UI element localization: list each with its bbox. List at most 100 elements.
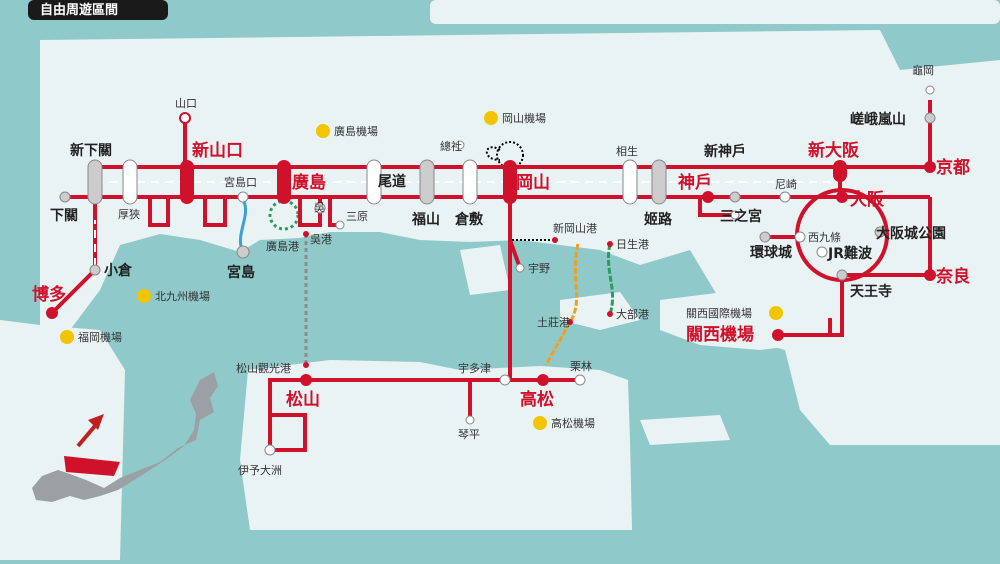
line-uno	[508, 239, 522, 269]
airport-icon-kansai[interactable]	[769, 306, 783, 320]
dot-kansai-airport[interactable]	[772, 329, 784, 341]
label-ritsurin: 栗林	[570, 359, 592, 373]
label-airport-takamatsu: 高松機場	[551, 416, 595, 430]
line-loop-1	[148, 197, 170, 227]
label-kure: 吳	[314, 201, 325, 214]
land-kyushu	[0, 320, 125, 560]
dot-universal-city[interactable]	[759, 231, 771, 243]
label-matsuyama-kanko-port: 松山觀光港	[236, 361, 291, 375]
dot-uno[interactable]	[515, 263, 525, 273]
dot-osakajokoen[interactable]	[874, 226, 886, 238]
dot-takamatsu[interactable]	[537, 374, 549, 386]
dot-amagasaki[interactable]	[779, 191, 791, 203]
pill-okayama[interactable]	[503, 160, 517, 204]
dot-yamaguchi[interactable]	[179, 112, 191, 124]
dot-kotohira[interactable]	[465, 415, 475, 425]
dot-jr-namba[interactable]	[816, 246, 828, 258]
pill-shin-shimonoseki[interactable]	[87, 159, 103, 205]
airport-icon-kitakyushu[interactable]	[137, 289, 151, 303]
dot-tennoji[interactable]	[836, 269, 848, 281]
dot-kobe[interactable]	[702, 191, 714, 203]
label-nara: 奈良	[935, 266, 970, 287]
dot-tonosho-port[interactable]	[567, 319, 573, 325]
label-kansai-airport: 關西機場	[686, 324, 754, 345]
airport-icon-takamatsu[interactable]	[533, 416, 547, 430]
dot-utazu[interactable]	[499, 374, 511, 386]
label-uno: 宇野	[528, 262, 550, 275]
dot-hinase-port[interactable]	[607, 241, 613, 247]
dot-shin-okayama-port[interactable]	[552, 237, 558, 243]
dot-miyajimaguchi[interactable]	[237, 191, 249, 203]
airport-icon-hiroshima[interactable]	[316, 124, 330, 138]
label-kameoka: 龜岡	[912, 64, 934, 77]
label-hakata: 博多	[32, 284, 66, 305]
dot-miyajima[interactable]	[236, 245, 250, 259]
pill-shin-yamaguchi[interactable]	[180, 160, 194, 204]
dot-osaka[interactable]	[836, 191, 848, 203]
label-hiroshima-port: 廣島港	[266, 239, 299, 253]
airport-icons	[60, 111, 783, 430]
land-kansai-bay	[660, 290, 800, 350]
label-tennoji: 天王寺	[850, 284, 892, 300]
pill-aioi[interactable]	[622, 159, 638, 205]
loop-soja	[485, 146, 501, 161]
label-utazu: 宇多津	[458, 361, 491, 375]
dot-kameoka[interactable]	[925, 85, 935, 95]
dot-shin-kobe[interactable]	[729, 191, 741, 203]
pill-asa[interactable]	[122, 159, 138, 205]
line-kansai-airport	[780, 275, 844, 337]
dot-nishikujo[interactable]	[794, 231, 806, 243]
pill-shin-osaka[interactable]	[833, 160, 847, 182]
label-takamatsu: 高松	[520, 389, 554, 410]
label-jr-namba: JR難波	[827, 245, 873, 262]
dot-kyoto[interactable]	[924, 161, 936, 173]
label-shimonoseki: 下關	[50, 208, 78, 224]
header-title: 自由周遊區間	[40, 2, 118, 18]
dot-shimonoseki[interactable]	[59, 191, 71, 203]
land-awaji	[640, 415, 730, 445]
pill-kurashiki[interactable]	[462, 159, 478, 205]
pill-himeji[interactable]	[651, 159, 667, 205]
label-matsuyama: 松山	[286, 389, 320, 410]
line-loop-2	[203, 197, 227, 227]
dot-kokura[interactable]	[89, 264, 101, 276]
label-kotohira: 琴平	[458, 428, 480, 441]
dot-nara[interactable]	[924, 269, 936, 281]
label-hinase-port: 日生港	[616, 237, 649, 251]
label-airport-okayama: 岡山機場	[502, 111, 546, 125]
japan-inset-main	[32, 372, 218, 502]
dot-matsuyama-port[interactable]	[303, 362, 309, 368]
ferry-okayama-shodoshima	[544, 243, 580, 366]
dot-mihara-branch[interactable]	[335, 220, 345, 230]
airport-icon-okayama[interactable]	[484, 111, 498, 125]
label-osakajokoen: 大阪城公園	[876, 225, 946, 242]
pill-hiroshima[interactable]	[277, 160, 291, 204]
dot-kure[interactable]	[314, 202, 326, 214]
dot-hakata[interactable]	[46, 307, 58, 319]
label-hiroshima: 廣島	[292, 172, 326, 193]
label-soja: 總社	[440, 139, 462, 153]
dot-saga-arashiyama[interactable]	[924, 112, 936, 124]
pill-mihara[interactable]	[366, 159, 382, 205]
dot-matsuyama[interactable]	[300, 374, 312, 386]
label-universal-city: 環球城	[750, 244, 792, 261]
dot-obe-port[interactable]	[607, 311, 613, 317]
dot-iyo-ozu[interactable]	[264, 444, 276, 456]
airport-labels: 廣島機場 岡山機場 北九州機場 福岡機場 關西國際機場 高松機場	[78, 111, 752, 430]
label-okayama: 岡山	[516, 173, 550, 193]
dot-sannomiya[interactable]	[730, 210, 740, 220]
japan-inset	[32, 372, 218, 502]
dot-ritsurin[interactable]	[574, 374, 586, 386]
land-island-1	[460, 245, 510, 295]
label-yamaguchi: 山口	[175, 97, 197, 110]
airport-icon-fukuoka[interactable]	[60, 330, 74, 344]
dot-hiroshima-port[interactable]	[303, 231, 309, 237]
pill-fukuyama[interactable]	[419, 159, 435, 205]
japan-inset-pass-area	[64, 456, 120, 476]
dot-soja[interactable]	[455, 140, 465, 150]
label-asa: 厚狹	[118, 208, 140, 221]
label-airport-fukuoka: 福岡機場	[78, 330, 122, 344]
